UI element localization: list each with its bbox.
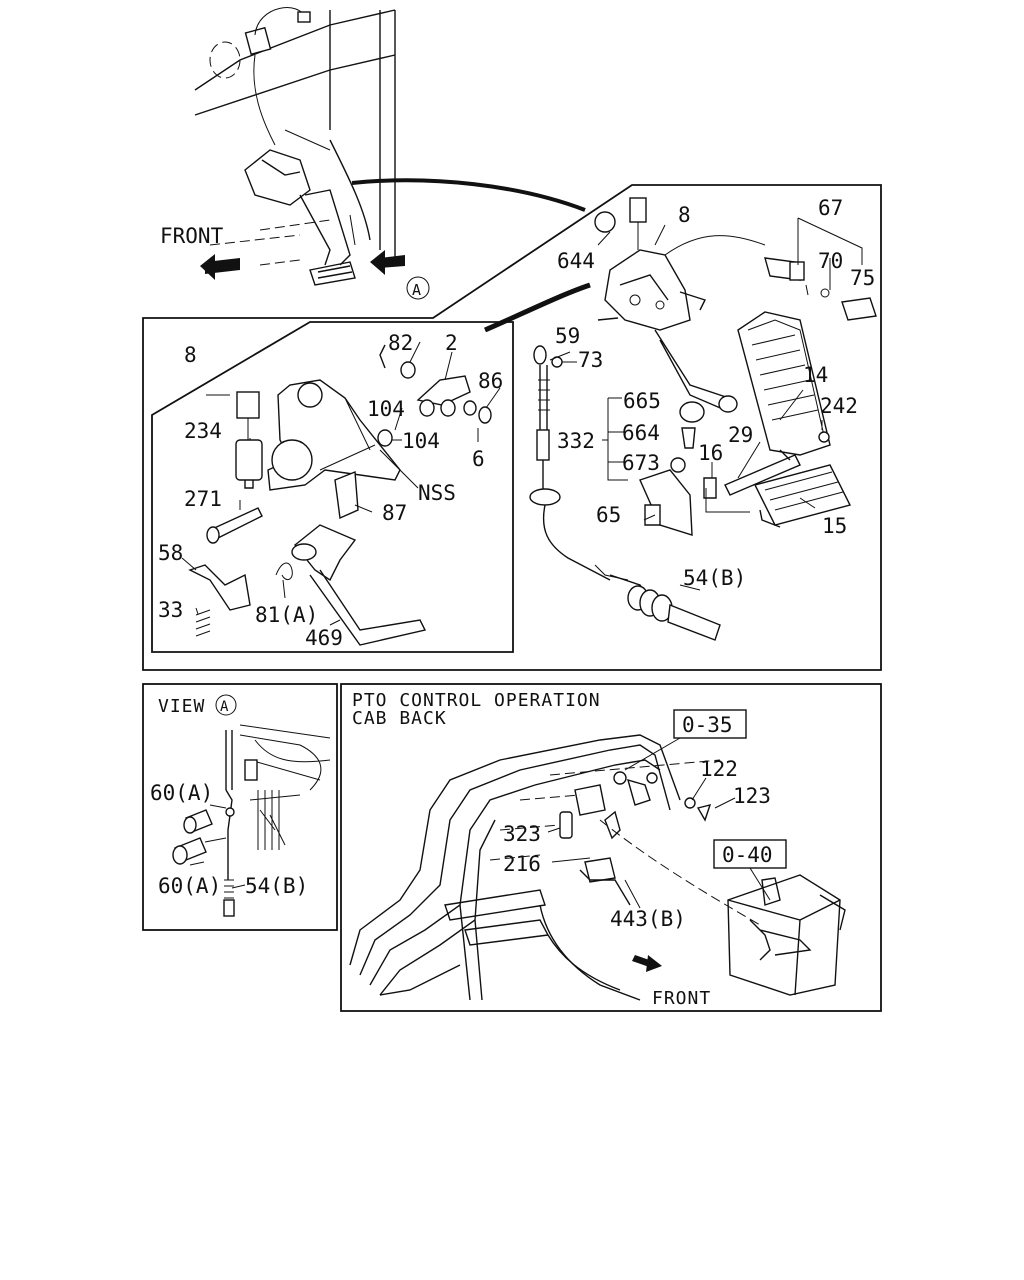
callout-242: 242	[820, 394, 858, 418]
callout-673: 673	[622, 451, 660, 475]
callout-665: 665	[623, 389, 661, 413]
main-panel-frame	[142, 184, 882, 671]
callout-29: 29	[728, 423, 753, 447]
front-label-top: FRONT	[160, 224, 224, 248]
pto-title-line1: PTO CONTROL OPERATION	[352, 690, 601, 711]
callout-73: 73	[578, 348, 603, 372]
pto-callout-122: 122	[700, 757, 738, 781]
pto-cab-frame-drawing	[349, 734, 846, 1001]
callout-59: 59	[555, 324, 580, 348]
callout-16: 16	[698, 441, 723, 465]
callout-234: 234	[184, 419, 222, 443]
pto-front-label: FRONT	[652, 988, 711, 1009]
callout-70: 70	[818, 249, 843, 273]
callout-644: 644	[557, 249, 595, 273]
view-a-drawing	[172, 724, 331, 917]
callout-6: 6	[472, 447, 485, 471]
callout-271: 271	[184, 487, 222, 511]
callout-58: 58	[158, 541, 183, 565]
exploded-bracket-drawing	[188, 344, 492, 646]
callout-14: 14	[803, 363, 828, 387]
callout-15: 15	[822, 514, 847, 538]
callout-2: 2	[445, 331, 458, 355]
view-a-marker: A	[220, 699, 229, 715]
pto-title-line2: CAB BACK	[352, 708, 447, 729]
ref-box-0-40-label: 0-40	[722, 843, 773, 867]
pto-callout-216: 216	[503, 852, 541, 876]
pto-callout-323: 323	[503, 822, 541, 846]
view-callout-60a-lower: 60(A)	[158, 874, 221, 898]
cab-overview-drawing	[194, 7, 430, 300]
exploded-subpanel-frame	[151, 321, 514, 653]
callout-86: 86	[478, 369, 503, 393]
callout-104-upper: 104	[367, 397, 405, 421]
callout-67: 67	[818, 196, 843, 220]
ref-box-0-35-label: 0-35	[682, 713, 733, 737]
view-callout-54b: 54(B)	[245, 874, 308, 898]
callout-65: 65	[596, 503, 621, 527]
callout-332: 332	[557, 429, 595, 453]
pto-callout-123: 123	[733, 784, 771, 808]
view-a-title: VIEW	[158, 696, 205, 717]
callout-469: 469	[305, 626, 343, 650]
ref-box-0-35	[673, 709, 747, 739]
callout-8-main: 8	[678, 203, 691, 227]
pto-panel-frame	[340, 683, 882, 1012]
callout-8-exploded: 8	[184, 343, 197, 367]
pedal-assembly-drawing	[529, 197, 877, 641]
view-marker-top: A	[412, 281, 421, 299]
callout-82: 82	[388, 331, 413, 355]
callout-81a: 81(A)	[255, 603, 318, 627]
callout-87: 87	[382, 501, 407, 525]
callout-104-lower: 104	[402, 429, 440, 453]
callout-75: 75	[850, 266, 875, 290]
pto-callout-443b: 443(B)	[610, 907, 686, 931]
callout-33: 33	[158, 598, 183, 622]
callout-nss: NSS	[418, 481, 456, 505]
callout-54b-main: 54(B)	[683, 566, 746, 590]
view-a-panel-frame	[142, 683, 338, 931]
view-callout-60a-upper: 60(A)	[150, 781, 213, 805]
callout-664: 664	[622, 421, 660, 445]
